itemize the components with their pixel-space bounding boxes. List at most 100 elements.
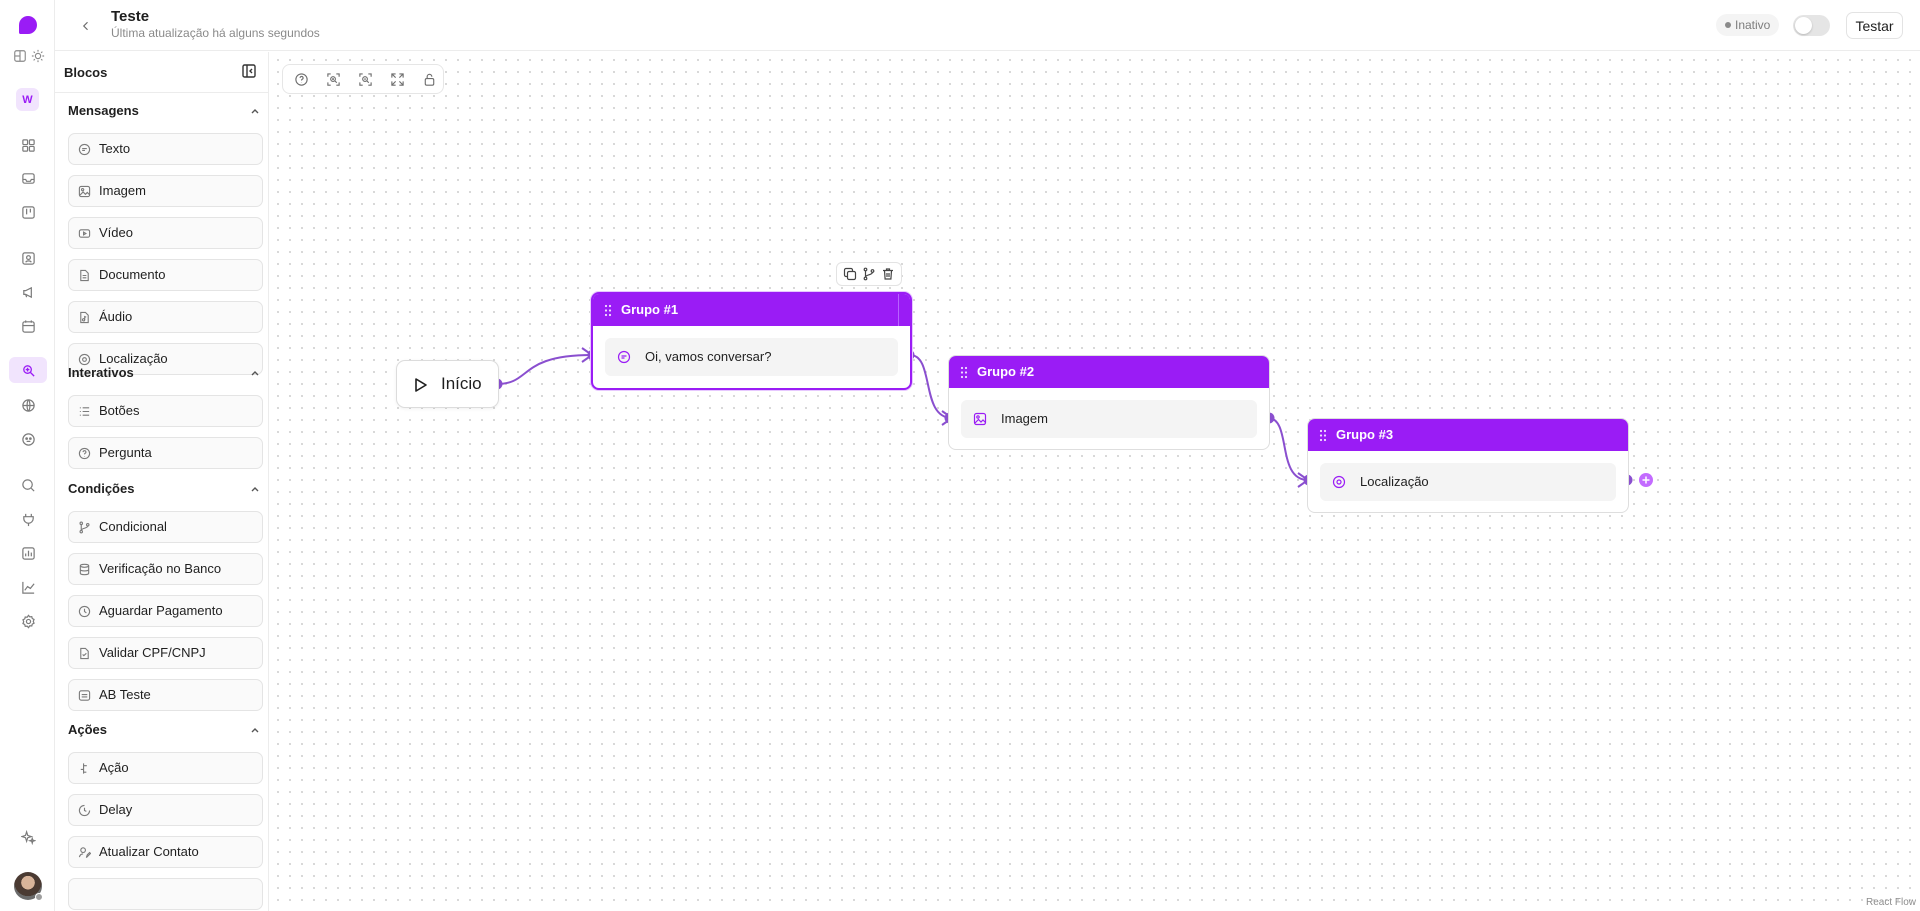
section-mensagens: Mensagens Texto Imagem Vídeo Documento Á… — [68, 103, 263, 375]
drag-handle-icon[interactable] — [960, 366, 968, 379]
flows-icon[interactable] — [9, 357, 47, 383]
chart-icon[interactable] — [16, 575, 40, 599]
section-title: Condições — [68, 481, 135, 496]
theme-sun-icon[interactable] — [31, 49, 45, 63]
block-item-label: Validar CPF/CNPJ — [99, 645, 206, 660]
chevron-up-icon — [251, 371, 259, 376]
zoom-in-icon[interactable] — [319, 67, 347, 91]
panel-title: Blocos — [64, 65, 108, 80]
audio-file-icon — [80, 311, 89, 324]
block-item-delay[interactable]: Delay — [68, 794, 263, 826]
calendar-icon[interactable] — [16, 314, 40, 338]
branch-icon[interactable] — [862, 267, 876, 281]
plug-icon[interactable] — [16, 507, 40, 531]
group-block[interactable]: Oi, vamos conversar? — [605, 338, 898, 376]
block-item-validar-cpf[interactable]: Validar CPF/CNPJ — [68, 637, 263, 669]
group-title: Grupo #2 — [977, 364, 1035, 379]
group-node-3[interactable]: Grupo #3 Localização — [1307, 418, 1629, 513]
sparkle-icon[interactable] — [16, 825, 40, 849]
workspace-badge[interactable]: W — [16, 88, 39, 111]
globe-icon[interactable] — [16, 393, 40, 417]
block-item-botoes[interactable]: Botões — [68, 395, 263, 427]
inbox-icon[interactable] — [16, 166, 40, 190]
settings-icon[interactable] — [16, 609, 40, 633]
branch-icon — [79, 521, 90, 534]
block-item-documento[interactable]: Documento — [68, 259, 263, 291]
group-block[interactable]: Localização — [1320, 463, 1616, 501]
section-header[interactable]: Mensagens — [68, 103, 263, 123]
group-block-label: Oi, vamos conversar? — [645, 349, 772, 364]
block-item-partial[interactable] — [68, 878, 263, 910]
active-toggle[interactable] — [1793, 15, 1830, 36]
group-block-label: Localização — [1360, 474, 1429, 489]
section-interativos: Interativos Botões Pergunta — [68, 365, 263, 469]
block-item-imagem[interactable]: Imagem — [68, 175, 263, 207]
id-document-icon — [80, 647, 89, 660]
test-button[interactable]: Testar — [1846, 12, 1903, 39]
group-header[interactable]: Grupo #3 — [1308, 419, 1628, 451]
fit-view-icon[interactable] — [383, 67, 411, 91]
block-item-atualizar-contato[interactable]: Atualizar Contato — [68, 836, 263, 868]
megaphone-icon[interactable] — [16, 280, 40, 304]
section-condicoes: Condições Condicional Verificação no Ban… — [68, 481, 263, 711]
contacts-icon[interactable] — [16, 246, 40, 270]
group-block-label: Imagem — [1001, 411, 1048, 426]
flow-canvas[interactable]: Início Grupo #1 Oi, vamos conversar? Gru… — [270, 52, 1920, 911]
app-rail: W — [0, 0, 55, 911]
clock-icon — [78, 605, 91, 618]
block-item-audio[interactable]: Áudio — [68, 301, 263, 333]
edge-group1-group2 — [909, 354, 953, 419]
user-edit-icon — [78, 847, 91, 859]
help-icon[interactable] — [287, 67, 315, 91]
block-item-localizacao[interactable]: Localização — [68, 343, 263, 375]
block-item-texto[interactable]: Texto — [68, 133, 263, 165]
group-block[interactable]: Imagem — [961, 400, 1257, 438]
block-item-verificacao-banco[interactable]: Verificação no Banco — [68, 553, 263, 585]
react-flow-attribution[interactable]: React Flow — [1865, 897, 1916, 908]
robot-icon[interactable] — [16, 427, 40, 451]
drag-handle-icon[interactable] — [604, 304, 612, 317]
section-header[interactable]: Condições — [68, 481, 263, 501]
layout-toggle-icon[interactable] — [13, 49, 27, 63]
image-icon — [78, 185, 91, 198]
section-header[interactable]: Interativos — [68, 365, 263, 385]
block-item-video[interactable]: Vídeo — [68, 217, 263, 249]
reports-icon[interactable] — [16, 541, 40, 565]
group-header[interactable]: Grupo #1 — [593, 294, 910, 326]
group-node-1[interactable]: Grupo #1 Oi, vamos conversar? — [591, 292, 912, 390]
page-header: Teste Última atualização há alguns segun… — [55, 0, 1920, 51]
video-icon — [78, 229, 91, 238]
block-item-ab-teste[interactable]: AB Teste — [68, 679, 263, 711]
chat-search-icon[interactable] — [16, 473, 40, 497]
block-item-condicional[interactable]: Condicional — [68, 511, 263, 543]
block-item-label: Condicional — [99, 519, 167, 534]
group-title: Grupo #1 — [621, 302, 679, 317]
kanban-icon[interactable] — [16, 200, 40, 224]
group-header[interactable]: Grupo #2 — [949, 356, 1269, 388]
drag-handle-icon[interactable] — [1319, 429, 1327, 442]
grid-icon[interactable] — [16, 133, 40, 157]
node-toolbar — [836, 262, 902, 286]
image-icon — [973, 412, 987, 426]
canvas-controls — [282, 64, 444, 94]
app-logo-icon[interactable] — [19, 16, 37, 34]
block-item-label: Delay — [99, 802, 133, 817]
block-item-label: Texto — [99, 141, 131, 156]
lock-icon[interactable] — [415, 67, 443, 91]
back-button[interactable] — [76, 16, 96, 36]
section-acoes: Ações Ação Delay Atualizar Contato — [68, 722, 263, 910]
section-header[interactable]: Ações — [68, 722, 263, 742]
start-node[interactable]: Início — [396, 360, 499, 408]
block-item-acao[interactable]: Ação — [68, 752, 263, 784]
trash-icon[interactable] — [881, 267, 895, 281]
block-item-pergunta[interactable]: Pergunta — [68, 437, 263, 469]
zoom-out-icon[interactable] — [351, 67, 379, 91]
copy-icon[interactable] — [843, 267, 857, 281]
collapse-panel-icon[interactable] — [241, 63, 257, 79]
block-item-aguardar-pagamento[interactable]: Aguardar Pagamento — [68, 595, 263, 627]
presence-status-icon — [35, 893, 43, 901]
block-item-label: Vídeo — [99, 225, 133, 240]
group-node-2[interactable]: Grupo #2 Imagem — [948, 355, 1270, 450]
group-title: Grupo #3 — [1336, 427, 1394, 442]
ab-test-icon — [78, 690, 91, 701]
